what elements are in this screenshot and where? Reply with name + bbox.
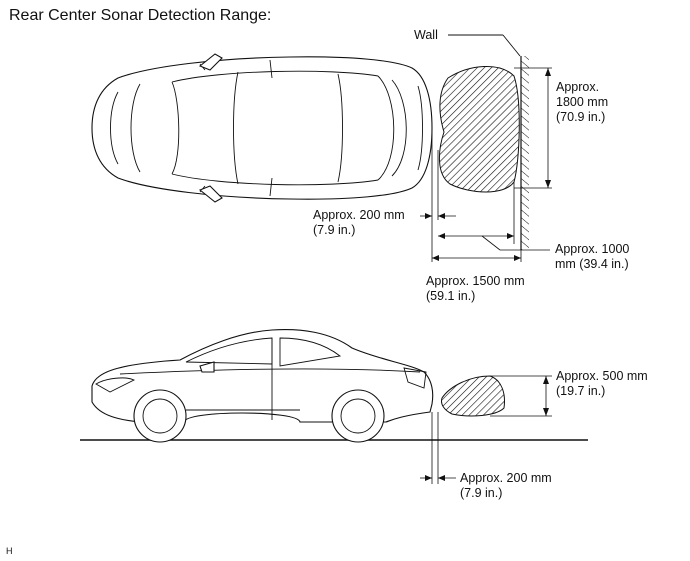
page-title: Rear Center Sonar Detection Range: — [9, 7, 272, 24]
car-top-view — [91, 53, 433, 203]
width-dimension — [514, 67, 552, 189]
detection-zone-top — [439, 65, 520, 193]
gap-label-top-line1: Approx. 200 mm — [313, 208, 405, 222]
height-label-line1: Approx. 500 mm — [556, 369, 648, 383]
wall-label: Wall — [414, 28, 438, 42]
gap-dimension-top — [420, 130, 456, 240]
height-dimension — [490, 375, 552, 417]
car-side-view — [91, 329, 434, 443]
range-dimension — [431, 240, 522, 262]
width-label-line1: Approx. — [556, 80, 599, 94]
height-label-line2: (19.7 in.) — [556, 384, 605, 398]
gap-dimension-side — [420, 412, 456, 484]
gap-label-top-line2: (7.9 in.) — [313, 223, 355, 237]
width-label-line2: 1800 mm — [556, 95, 608, 109]
corner-mark: H — [6, 546, 13, 556]
width-label-line3: (70.9 in.) — [556, 110, 605, 124]
wall — [448, 34, 529, 250]
depth-label-line1: Approx. 1000 — [555, 242, 629, 256]
depth-dimension — [438, 182, 550, 251]
gap-label-side-line2: (7.9 in.) — [460, 486, 502, 500]
depth-label-line2: mm (39.4 in.) — [555, 257, 629, 271]
gap-label-side-line1: Approx. 200 mm — [460, 471, 552, 485]
range-label-line2: (59.1 in.) — [426, 289, 475, 303]
detection-zone-side — [441, 375, 505, 417]
range-label-line1: Approx. 1500 mm — [426, 274, 525, 288]
